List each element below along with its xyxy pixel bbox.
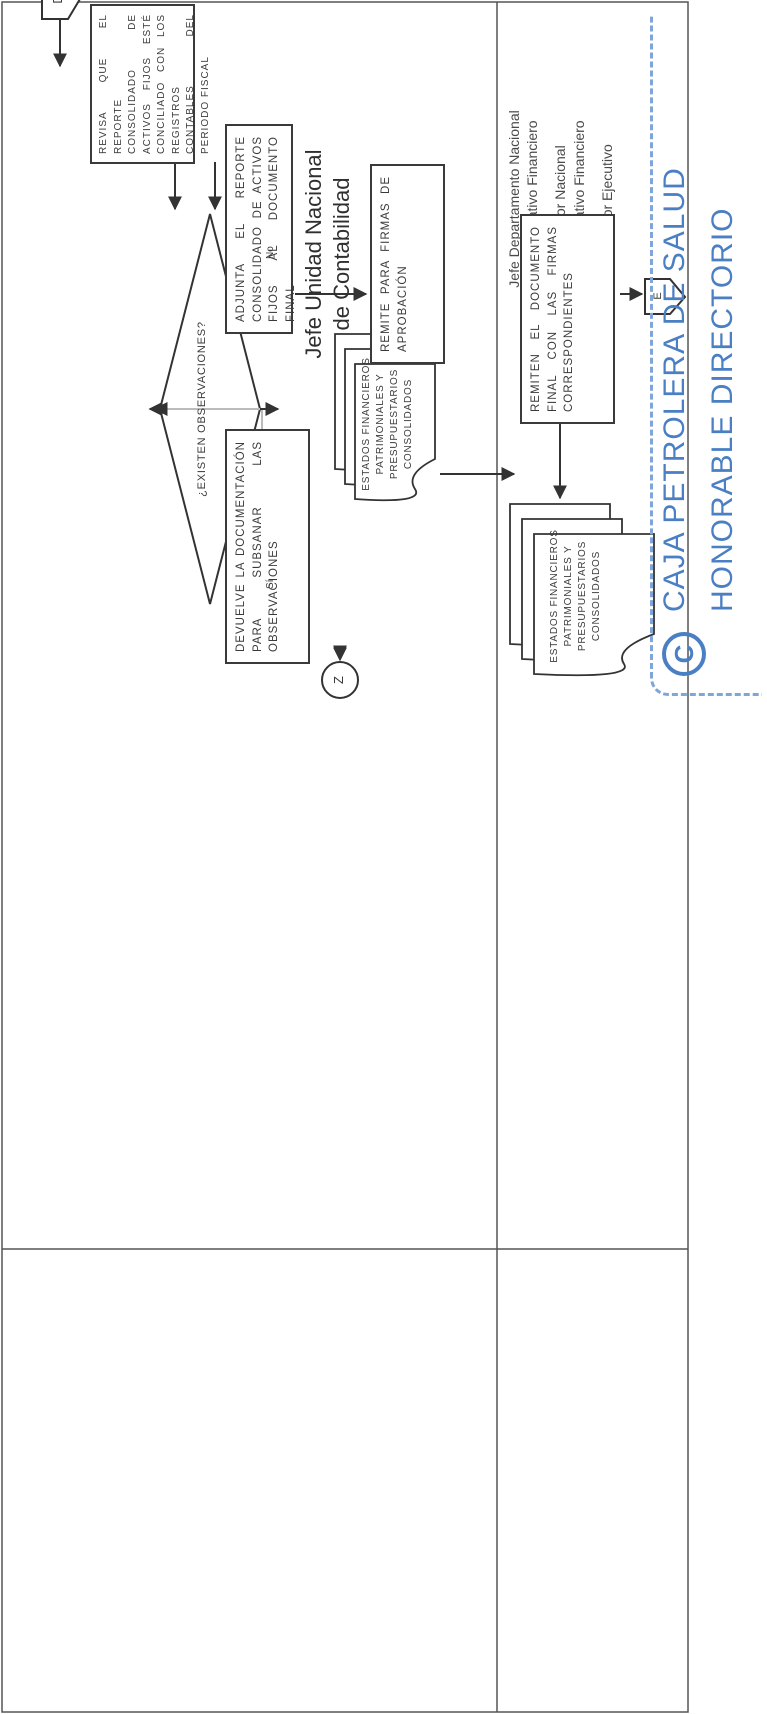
edges-drawn <box>333 645 347 660</box>
document-2-text: Estados financieros patrimoniales y pres… <box>549 529 602 663</box>
connector-e-shape <box>644 278 687 315</box>
step-adjunta: Adjunta el reporte consolidado de activo… <box>225 124 297 334</box>
document-stack-1 <box>334 333 436 502</box>
document-stack-2 <box>509 503 655 677</box>
stamp-line2: HONORABLE DIRECTORIO <box>706 207 739 612</box>
step-remite: Remite para firmas de aprobación <box>370 164 445 364</box>
step-remiten: Remiten el documento final con las firma… <box>520 214 615 424</box>
branch-no-label: No <box>265 246 276 259</box>
doc1-to-remiten <box>440 467 516 481</box>
step-devuelve: Devuelve la documentación para subsanar … <box>225 429 310 664</box>
lane-grid <box>1 1 689 1713</box>
stamp: C CAJA PETROLERA DE SALUD HONORABLE DIRE… <box>642 14 762 704</box>
decision-text: ¿Existen observaciones? <box>196 321 208 497</box>
document-1-text: Estados financieros patrimoniales y pres… <box>361 357 414 491</box>
stamp-line1: CAJA PETROLERA DE SALUD <box>658 167 691 612</box>
lane-label-contabilidad: Jefe Unidad Nacional de Contabilidad <box>301 149 354 359</box>
stamp-logo: C <box>662 632 706 676</box>
step-revisa: Revisa que el reporte consolidado de act… <box>90 4 211 164</box>
connector-z-shape <box>321 661 359 699</box>
connector-d: D <box>50 0 65 19</box>
branch-si-label: Sí <box>265 579 276 589</box>
connector-z: Z <box>331 676 346 684</box>
connector-d-shape <box>41 0 82 20</box>
